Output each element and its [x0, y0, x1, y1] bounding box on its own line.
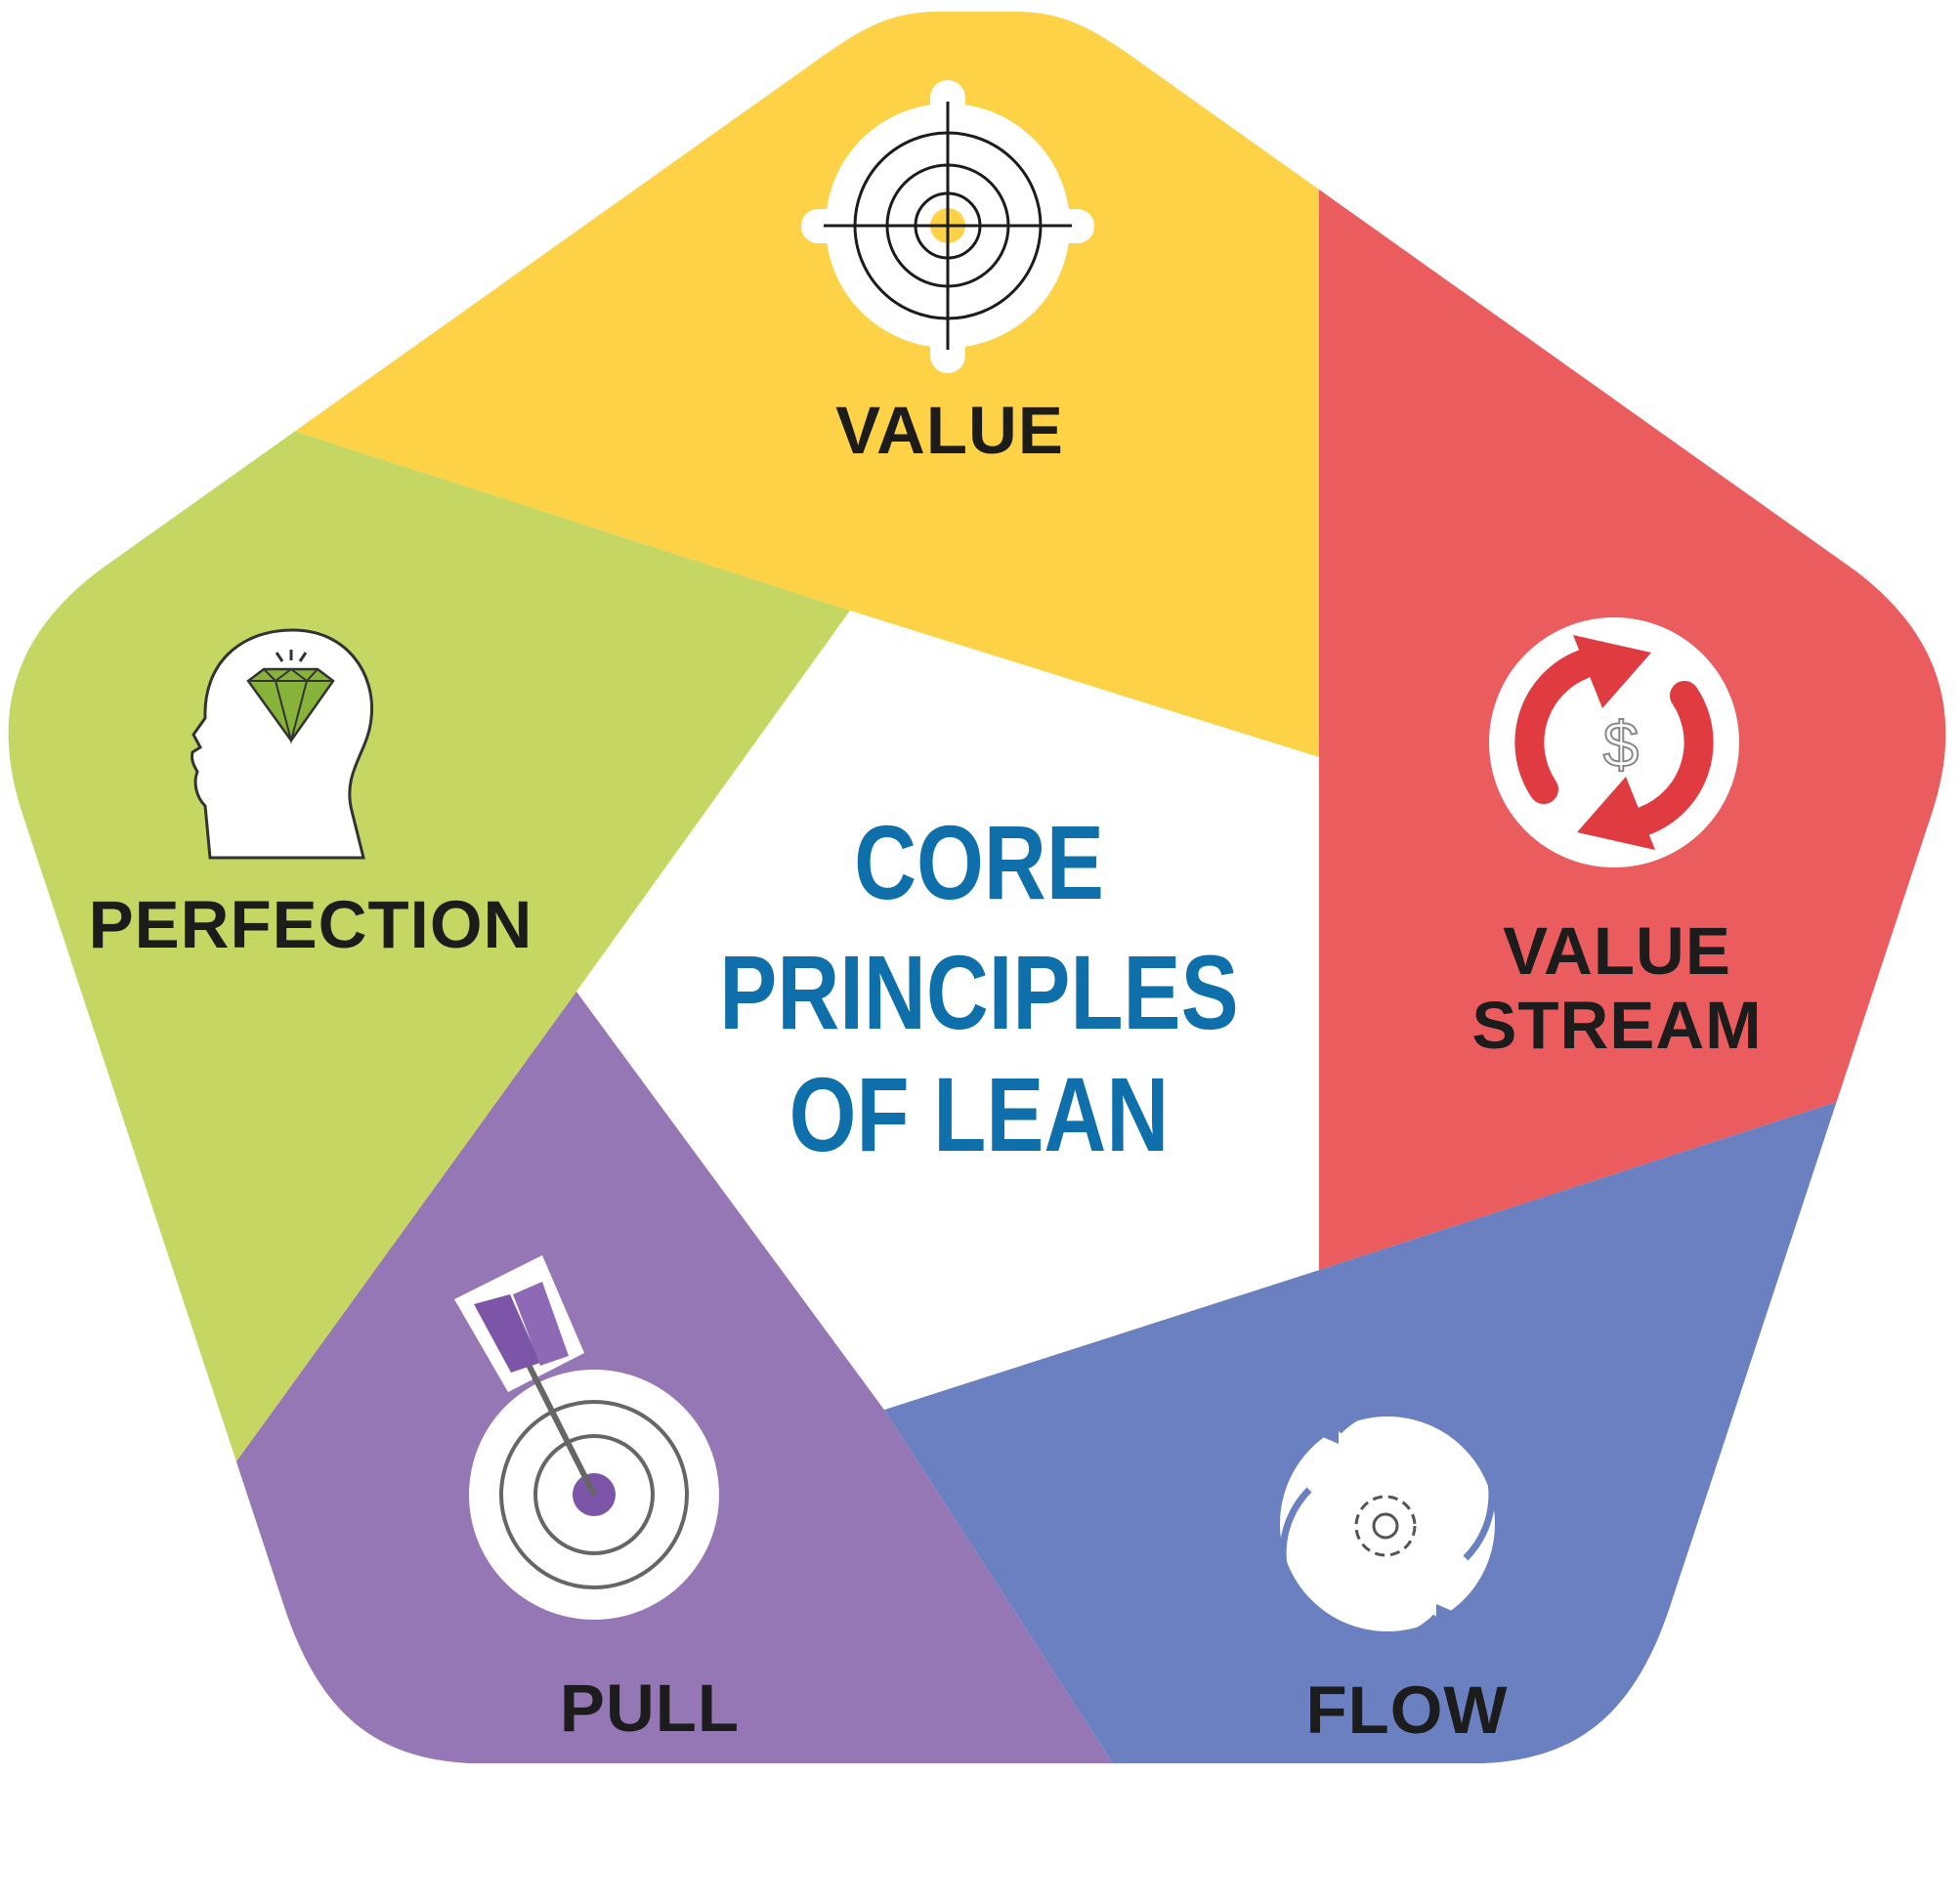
- center-area: [576, 611, 1319, 1410]
- dart-bullseye-icon: [454, 1255, 719, 1620]
- center-title: CORE PRINCIPLES OF LEAN: [719, 804, 1238, 1173]
- cycle-dollar-icon: $: [1489, 617, 1739, 867]
- gear-cycle-icon: [1279, 1401, 1496, 1647]
- label-value-stream-line1: VALUE: [1503, 913, 1731, 989]
- head-diamond-icon: [191, 628, 374, 860]
- label-flow: FLOW: [1305, 1672, 1508, 1748]
- center-title-line1: CORE: [854, 804, 1104, 921]
- label-value-stream-line2: STREAM: [1471, 988, 1762, 1063]
- center-title-line3: OF LEAN: [789, 1056, 1170, 1173]
- label-perfection: PERFECTION: [89, 887, 533, 962]
- crosshair-target-icon: [801, 80, 1094, 373]
- center-title-line2: PRINCIPLES: [719, 934, 1238, 1051]
- label-value: VALUE: [835, 393, 1064, 468]
- label-pull: PULL: [560, 1670, 740, 1746]
- svg-text:$: $: [1603, 708, 1640, 781]
